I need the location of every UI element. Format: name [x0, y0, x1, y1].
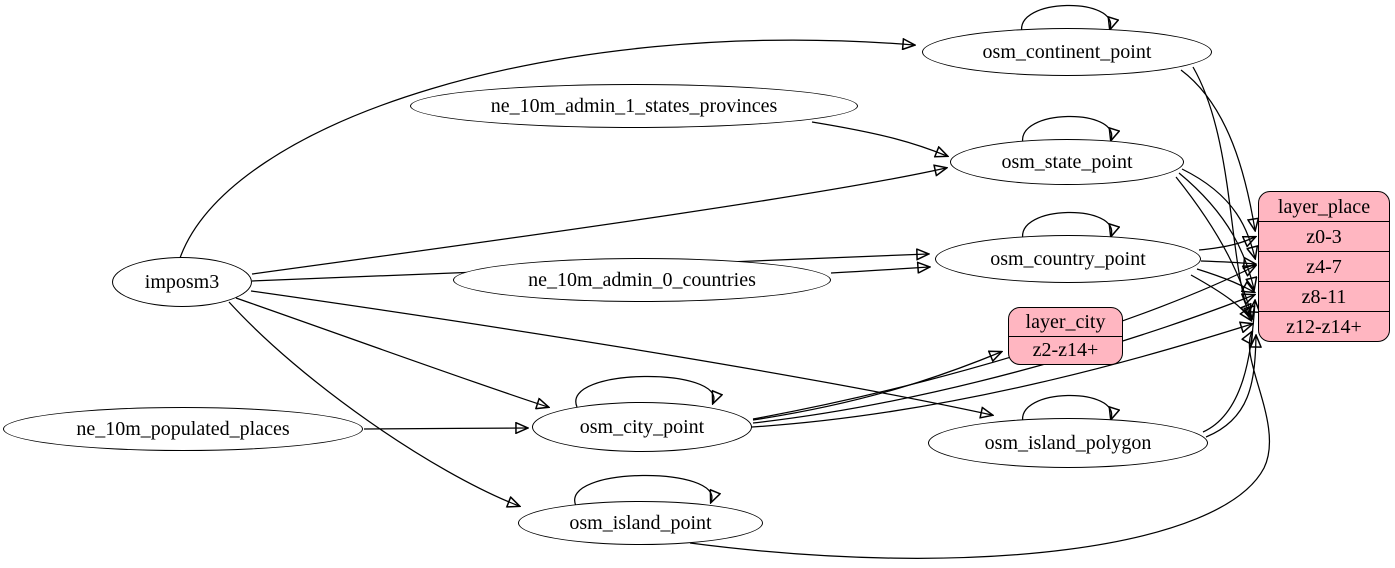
node-layer-city: layer_city z2-z14+ — [1008, 307, 1123, 365]
edge-osm-continent-point-z12-z14 — [1192, 66, 1250, 316]
edge-osm-state-point-z4-7 — [1181, 168, 1255, 258]
self-loop-osm-city-point — [575, 375, 714, 408]
node-osm-island-point: osm_island_point — [518, 501, 763, 545]
node-osm-city-point: osm_city_point — [532, 402, 752, 452]
node-osm-country-point: osm_country_point — [935, 235, 1201, 283]
layer-city-title: layer_city — [1025, 310, 1106, 333]
edge-osm-country-point-z4-7 — [1200, 261, 1255, 264]
node-osm-continent-point: osm_continent_point — [922, 28, 1212, 76]
edge-imposm3-osm-state-point — [251, 168, 946, 275]
self-loop-osm-continent-point — [1021, 4, 1111, 34]
edge-osm-country-point-z12-z14 — [1190, 274, 1251, 320]
edge-ne-10m-populated-places-osm-city-point — [363, 428, 527, 429]
node-ne-10m-populated-places: ne_10m_populated_places — [3, 407, 363, 451]
node-imposm3: imposm3 — [112, 257, 252, 307]
edge-imposm3-osm-island-polygon — [250, 290, 992, 415]
layer-city-row-z2-z14: z2-z14+ — [1009, 335, 1122, 365]
node-osm-state-point: osm_state_point — [950, 139, 1184, 185]
edge-ne-10m-admin-0-osm-country-point — [830, 267, 929, 273]
edge-osm-island-polygon-z12-z14 — [1205, 336, 1256, 438]
edge-osm-state-point-z8-11 — [1178, 172, 1254, 289]
node-ne-10m-admin-1-states-provinces: ne_10m_admin_1_states_provinces — [410, 84, 858, 128]
edge-imposm3-osm-continent-point — [179, 40, 914, 259]
edge-osm-country-point-z8-11 — [1196, 268, 1254, 292]
edge-osm-country-point-z0-3 — [1198, 237, 1255, 251]
node-ne-10m-admin-0-countries: ne_10m_admin_0_countries — [453, 258, 831, 302]
layer-place-row-z8-11: z8-11 — [1259, 281, 1389, 311]
edge-osm-continent-point-z0-3 — [1180, 69, 1255, 230]
edge-osm-city-point-z4-7 — [752, 266, 1255, 420]
edge-osm-city-point-layer-city-z2 — [752, 352, 1001, 421]
edge-osm-island-point-z12-z14 — [689, 332, 1270, 559]
layer-place-row-z12-z14: z12-z14+ — [1259, 311, 1389, 341]
self-loop-osm-island-polygon — [1022, 394, 1112, 424]
edge-imposm3-osm-city-point — [235, 297, 548, 407]
edge-ne-10m-admin-1-osm-state-point — [811, 121, 947, 156]
layer-place-title: layer_place — [1277, 195, 1371, 218]
layer-place-row-z0-3: z0-3 — [1259, 221, 1389, 251]
node-osm-island-polygon: osm_island_polygon — [928, 418, 1208, 468]
node-layer-place: layer_place z0-3 z4-7 z8-11 z12-z14+ — [1258, 191, 1390, 342]
edge-osm-city-point-z12-z14 — [751, 324, 1252, 428]
layer-place-row-z4-7: z4-7 — [1259, 251, 1389, 281]
edge-imposm3-osm-island-point — [228, 301, 519, 506]
self-loop-osm-island-point — [574, 474, 712, 507]
edge-osm-island-polygon-z8-11 — [1202, 301, 1255, 433]
self-loop-osm-state-point — [1022, 115, 1112, 145]
self-loop-osm-country-point — [1022, 211, 1112, 241]
